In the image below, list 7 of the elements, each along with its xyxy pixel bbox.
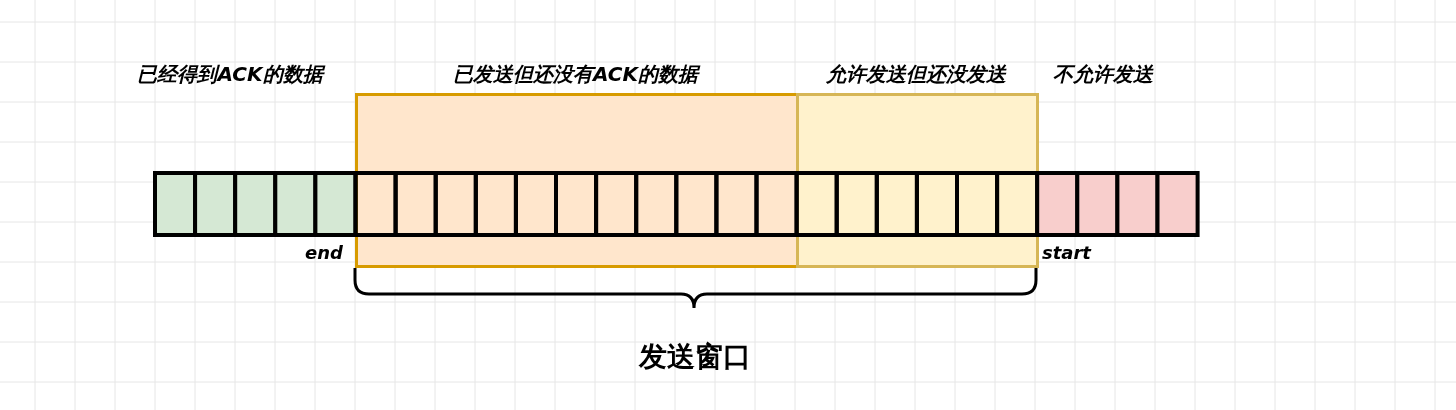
section-heading: 不允许发送: [1051, 62, 1155, 86]
pointer-label: end: [304, 242, 343, 264]
pointer-label: start: [1042, 242, 1091, 264]
section-heading: 已发送但还没有ACK的数据: [355, 62, 796, 86]
section-heading: 允许发送但还没发送: [825, 62, 1008, 86]
window-label: 发送窗口: [637, 340, 752, 374]
section-heading: 已经得到ACK的数据: [105, 62, 355, 86]
